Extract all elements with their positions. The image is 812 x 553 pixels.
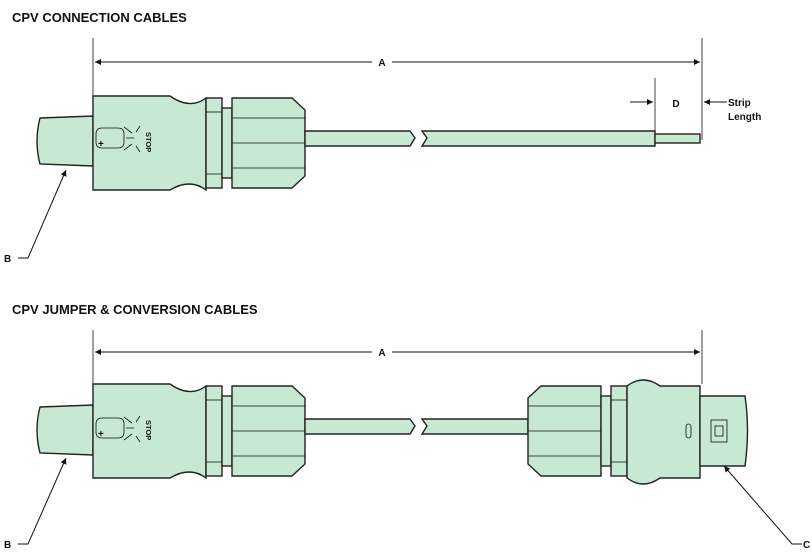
stripped-wire [654,133,701,144]
nut-ring [205,97,223,189]
dimension-a: A [92,38,703,140]
latch-slot [95,417,125,439]
plus-mark: + [98,429,104,440]
dimension-d: D Strip Length [630,78,761,134]
stop-text: STOP [144,420,153,440]
plug-grip [92,95,207,192]
dimension-a-label: A [378,348,385,359]
latch-slot [95,127,125,149]
section-jumper-cables: CPV JUMPER & CONVERSION CABLES A + STOP [4,302,810,551]
arrow-icon [123,125,141,153]
thread-collar [221,107,233,179]
dimension-a-label: A [378,58,385,69]
arrow-icon [123,415,141,443]
latch-slot [685,423,692,439]
cable [304,130,701,147]
length-label: Length [728,112,761,123]
callout-b: B [4,457,67,551]
plug-nose [36,115,94,167]
section-title: CPV JUMPER & CONVERSION CABLES [12,302,258,317]
latch-window [710,419,728,443]
receptacle-nose [699,395,749,467]
nut-ring [610,385,628,477]
plus-mark: + [98,139,104,150]
callout-b: B [4,169,67,265]
receptacle-grip [626,379,701,485]
section-connection-cables: CPV CONNECTION CABLES A D Strip Length +… [4,10,761,265]
callout-c-label: C [803,540,810,551]
callout-c: C [723,465,810,551]
stop-text: STOP [144,132,153,152]
connector-receptacle [527,379,749,485]
nut-ring [205,385,223,477]
section-title: CPV CONNECTION CABLES [12,10,187,25]
cable [304,418,529,435]
dimension-d-label: D [672,99,679,110]
plug-nose [36,404,94,456]
plug-grip [92,383,207,480]
connector-plug: + STOP [36,383,306,480]
callout-b-label: B [4,254,11,265]
dimension-a: A [92,330,703,384]
strip-label: Strip [728,98,751,109]
callout-b-label: B [4,540,11,551]
thread-collar [221,395,233,467]
connector-plug: + STOP [36,95,306,192]
thread-collar [600,395,612,467]
